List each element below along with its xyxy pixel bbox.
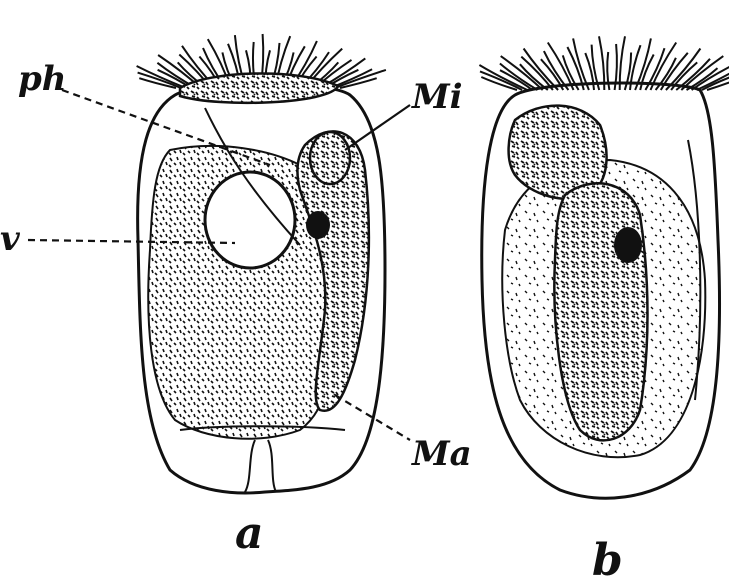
cilium [615,44,617,90]
panel-label-a: a [235,508,264,559]
cilium [607,52,609,90]
label-ma: Ma [411,434,472,474]
label-v: v [0,219,21,259]
label-mi: Mi [411,77,463,117]
vacuole-a [205,172,295,268]
panel-label-b: b [592,535,623,581]
micronucleus-a-2 [306,211,330,239]
micronucleus-a-1 [310,132,350,184]
label-ph: ph [18,59,67,99]
micronucleus-b [614,227,642,263]
organism-b: b [479,36,729,581]
cilium [480,71,522,90]
cilium [335,70,386,88]
cilia-b [479,36,729,90]
macronucleus-b [554,183,647,440]
label-line-mi [345,105,410,150]
organism-a: ph v Mi Ma a [0,34,472,559]
